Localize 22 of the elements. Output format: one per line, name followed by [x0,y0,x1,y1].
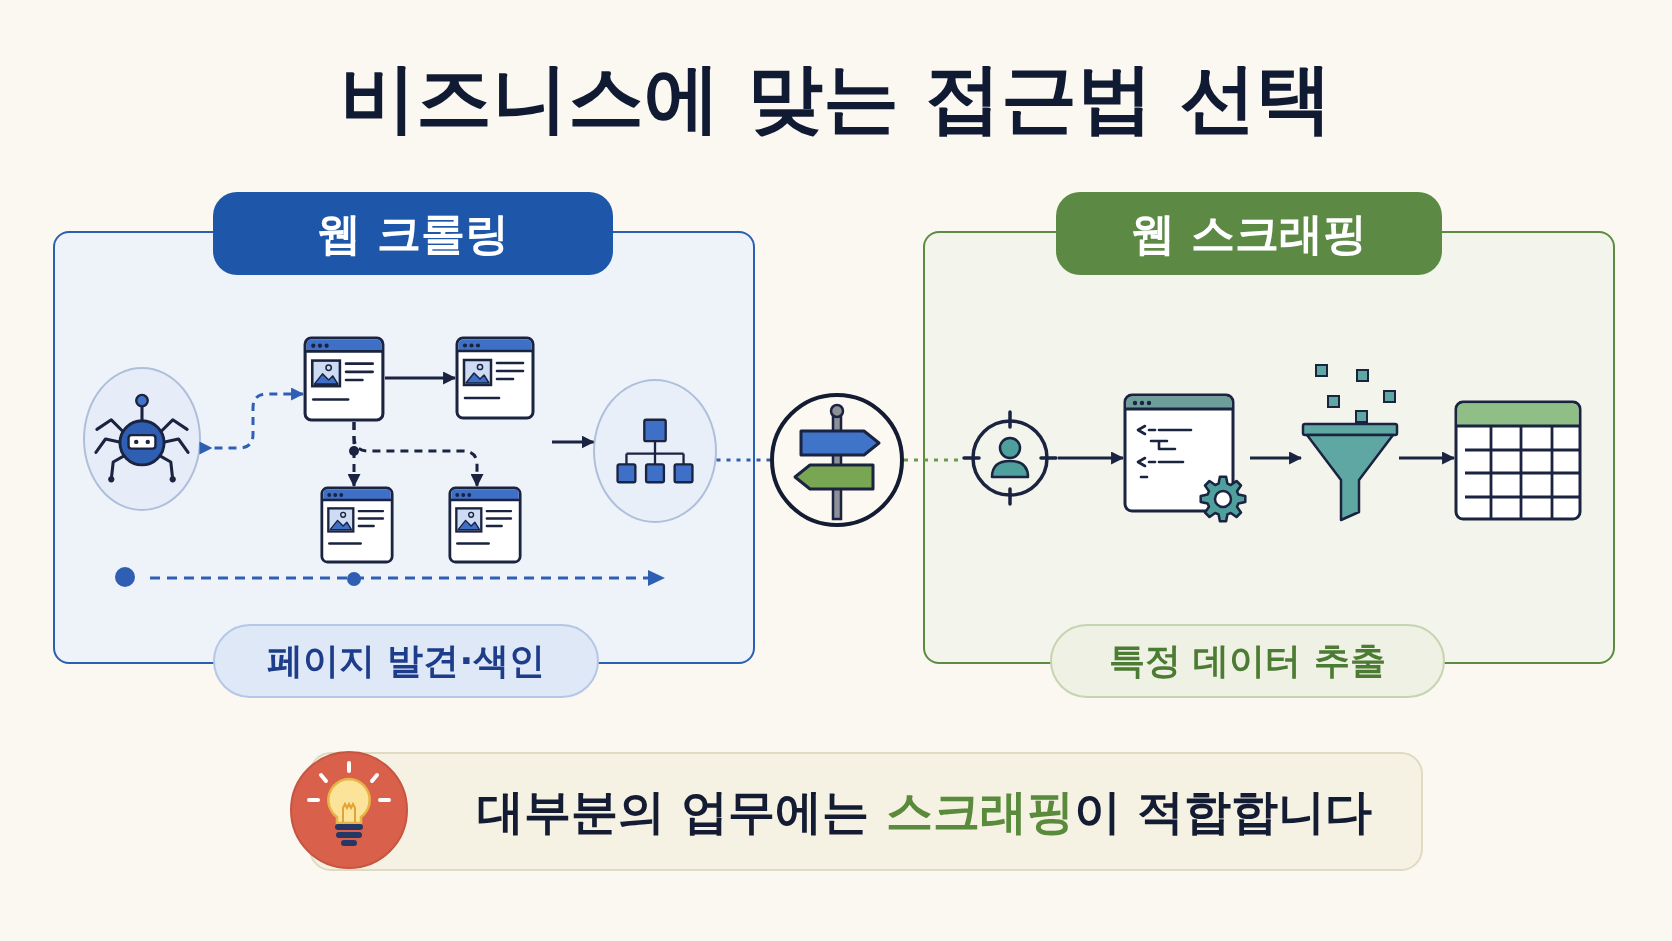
funnel-icon [1300,361,1399,523]
dashed-arrow [199,387,305,455]
data-table-icon [1453,399,1582,521]
dashed-connector-line [716,458,770,462]
arrow [1250,451,1303,465]
web-page-icon [302,335,385,422]
panel-heading: 웹 크롤링 [213,192,613,275]
arrow [1058,451,1125,465]
arrow [552,435,595,449]
arrow [1399,451,1456,465]
conclusion-banner: 대부분의 업무에는 스크래핑이 적합합니다 [309,752,1423,871]
web-page-icon [447,485,522,564]
summary-tag: 특정 데이터 추출 [1050,624,1445,698]
code-settings-icon [1122,392,1250,526]
web-page-icon [454,335,535,420]
arrow [385,371,457,385]
summary-tag: 페이지 발견·색인 [213,624,599,698]
target-user-icon [961,409,1058,506]
title: 비즈니스에 맞는 접근법 선택 [340,54,1332,142]
panel-heading: 웹 스크래핑 [1056,192,1442,275]
dashed-arrow [352,422,484,488]
web-page-icon [319,485,394,564]
